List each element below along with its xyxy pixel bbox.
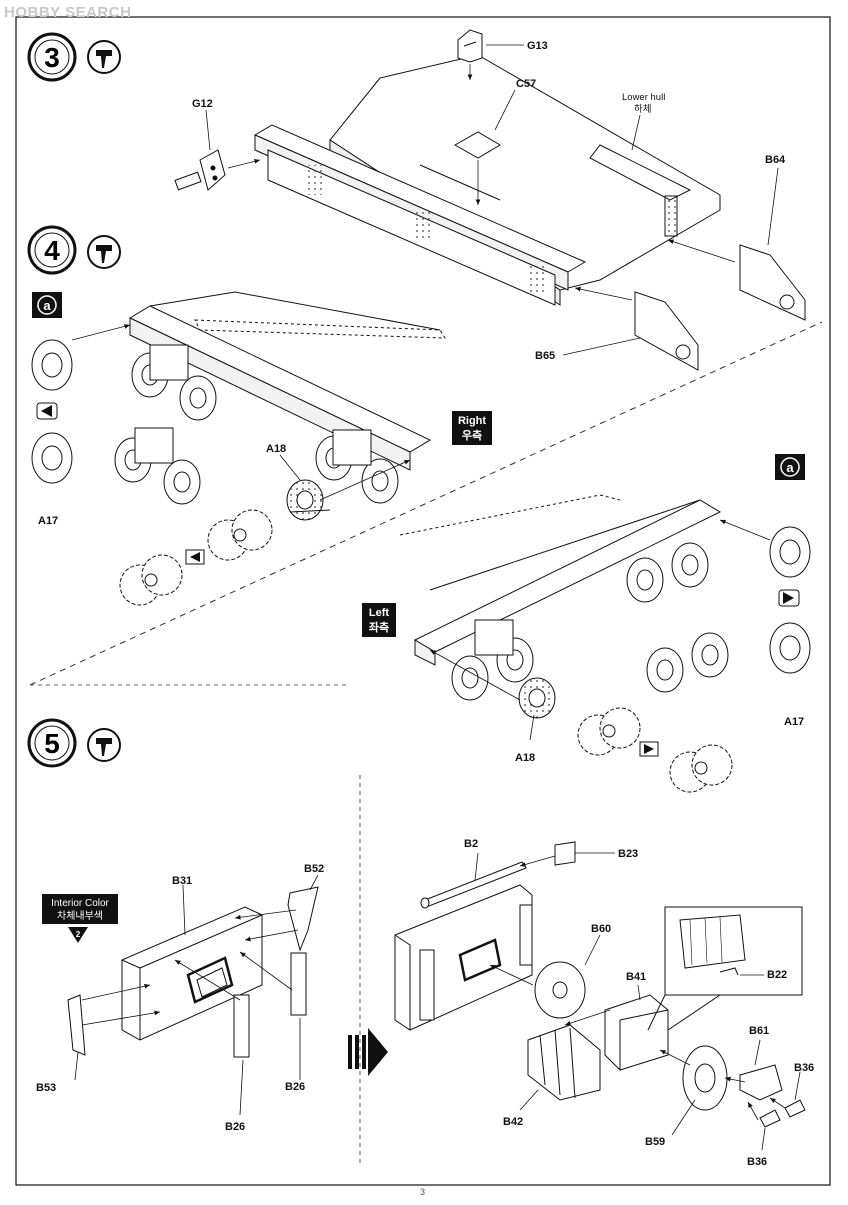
- road-wheels-left: [451, 542, 729, 701]
- label-b36-a: B36: [794, 1062, 814, 1074]
- label-b26-b: B26: [225, 1121, 245, 1133]
- color-number: 2: [76, 930, 81, 939]
- label-a18-left: A18: [515, 752, 535, 764]
- watermark-text: HOBBY SEARCH: [4, 4, 132, 21]
- svg-text:Interior Color: Interior Color: [51, 898, 109, 909]
- label-a18-right: A18: [266, 443, 286, 455]
- part-b41: [604, 994, 669, 1071]
- step-5-arrows: [74, 874, 319, 1116]
- idler-a18-left: [518, 677, 556, 719]
- step-number: 4: [44, 235, 60, 266]
- part-b60: [534, 961, 586, 1019]
- label-b22: B22: [767, 969, 787, 981]
- step-3-badge: 3: [27, 32, 77, 82]
- svg-text:Left: Left: [369, 607, 390, 619]
- divider-step4: [29, 321, 823, 686]
- part-b26-b: [233, 994, 250, 1058]
- idler-a18-right: [286, 479, 331, 521]
- svg-text:우측: 우측: [462, 428, 482, 442]
- part-b31: [121, 906, 263, 1041]
- right-side-chassis: [128, 291, 446, 471]
- part-a17-right: [769, 526, 811, 674]
- note-interior-color: Interior Color 차체내부색 2: [42, 894, 118, 943]
- step-5-badge: 5: [27, 718, 77, 768]
- svg-text:좌측: 좌측: [369, 620, 389, 634]
- part-b53: [67, 994, 86, 1056]
- label-b59: B59: [645, 1136, 665, 1148]
- step-3-arrows: [205, 44, 779, 356]
- step-number: 5: [44, 728, 60, 759]
- rotate-icon: [185, 549, 205, 565]
- part-b59: [682, 1045, 728, 1111]
- label-b31: B31: [172, 875, 192, 887]
- step-4-left-arrows: [429, 519, 771, 741]
- part-g12: [174, 149, 226, 191]
- note-lower-hull: Lower hull: [622, 92, 665, 103]
- note-lower-hull-ko: 하체: [634, 103, 651, 115]
- part-b64: [739, 244, 806, 321]
- label-b41: B41: [626, 971, 646, 983]
- glue-icon: [87, 235, 121, 269]
- option-letter: a: [43, 298, 51, 313]
- svg-text:Right: Right: [458, 415, 486, 427]
- watermark: HOBBY SEARCH: [4, 4, 131, 21]
- label-b65: B65: [535, 350, 555, 362]
- label-a17-left: A17: [38, 515, 58, 527]
- road-wheels-right: [114, 344, 399, 505]
- option-a-badge: a: [775, 454, 805, 480]
- part-g13: [457, 29, 483, 63]
- label-b26-a: B26: [285, 1081, 305, 1093]
- part-b36-b: [759, 1109, 781, 1128]
- step-4-arrows: [71, 324, 411, 501]
- label-a17-right: A17: [784, 716, 804, 728]
- option-letter: a: [786, 460, 794, 475]
- note-right: Right 우측: [452, 411, 492, 445]
- page-frame: [15, 16, 831, 1186]
- page-number: 3: [420, 1187, 426, 1197]
- part-a17-left: [31, 339, 73, 484]
- rotate-icon: [778, 589, 800, 607]
- label-b36-b: B36: [747, 1156, 767, 1168]
- detail-inset-b22: [647, 906, 803, 1031]
- label-b52: B52: [304, 863, 324, 875]
- assembled-plate: [394, 884, 533, 1031]
- step-4-badge: 4: [27, 225, 77, 275]
- rotate-icon: [36, 402, 58, 420]
- label-g12: G12: [192, 98, 213, 110]
- sequence-arrow: [348, 1028, 388, 1076]
- part-b65: [634, 291, 699, 371]
- label-b2: B2: [464, 838, 478, 850]
- label-b60: B60: [591, 923, 611, 935]
- label-b23: B23: [618, 848, 638, 860]
- svg-text:차체내부색: 차체내부색: [57, 910, 103, 922]
- label-b53: B53: [36, 1082, 56, 1094]
- part-c57: [453, 131, 501, 159]
- option-a-badge: a: [32, 292, 62, 318]
- sprocket-pair-right: [119, 509, 273, 606]
- step-5-right-arrows: [474, 852, 801, 1151]
- label-b61: B61: [749, 1025, 769, 1037]
- label-g13: G13: [527, 40, 548, 52]
- part-b2: [420, 861, 527, 909]
- label-b64: B64: [765, 154, 786, 166]
- part-b61: [739, 1064, 783, 1101]
- label-c57: C57: [516, 78, 536, 90]
- glue-icon: [87, 40, 121, 74]
- glue-icon: [87, 728, 121, 762]
- note-left: Left 좌측: [362, 603, 396, 637]
- part-b42: [527, 1024, 601, 1101]
- sprocket-pair-left: [577, 707, 733, 793]
- hull-rail: [253, 124, 587, 306]
- part-b26-a: [290, 952, 307, 1016]
- left-side-chassis: [399, 494, 722, 666]
- part-b52: [287, 886, 319, 952]
- step-number: 3: [44, 42, 60, 73]
- label-b42: B42: [503, 1116, 523, 1128]
- part-b36-a: [784, 1099, 806, 1118]
- rotate-icon: [639, 741, 659, 757]
- part-b23: [554, 841, 576, 866]
